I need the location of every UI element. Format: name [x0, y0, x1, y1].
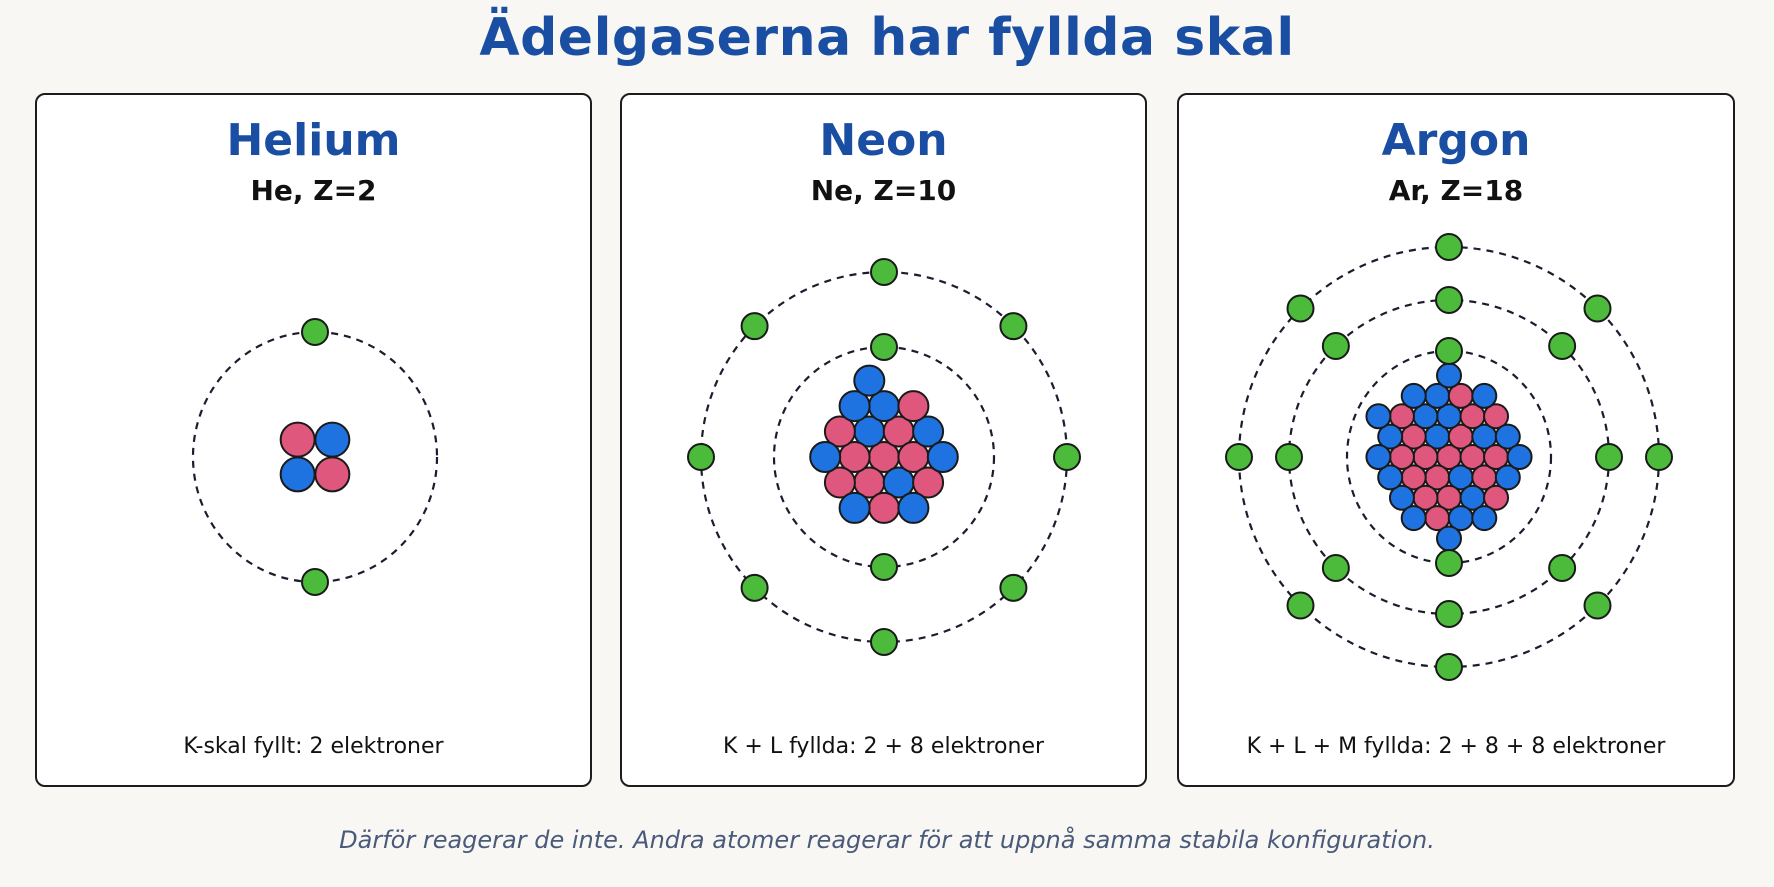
neutron: [1494, 464, 1521, 491]
proton: [868, 491, 900, 524]
proton: [314, 456, 351, 493]
proton: [1483, 484, 1510, 511]
shell-caption: K + L fyllda: 2 + 8 elektroner: [722, 734, 1045, 759]
proton: [823, 466, 856, 499]
proton: [279, 421, 316, 458]
neutron: [279, 456, 316, 493]
electron: [870, 628, 898, 656]
neutron: [853, 364, 886, 397]
electron: [1053, 443, 1081, 471]
electron: [1645, 443, 1673, 471]
electron: [1435, 337, 1463, 365]
neutron: [1365, 403, 1392, 430]
electron: [1286, 591, 1315, 620]
electron: [1435, 549, 1463, 577]
neutron: [1436, 525, 1462, 552]
electron: [687, 443, 715, 471]
neutron: [1471, 382, 1498, 409]
page-title: Ädelgaserna har fyllda skal: [479, 8, 1295, 68]
neutron: [1377, 423, 1404, 450]
proton: [823, 415, 856, 448]
electron: [1583, 294, 1612, 323]
proton: [912, 466, 945, 499]
element-name: Argon: [1381, 115, 1531, 166]
shell-caption: K-skal fyllt: 2 elektroner: [183, 734, 444, 759]
electron: [1583, 591, 1612, 620]
electron: [1321, 331, 1350, 360]
neutron: [1436, 362, 1462, 389]
neutron: [1388, 484, 1415, 511]
electron: [870, 333, 898, 361]
electron: [1595, 443, 1623, 471]
panel-helium: Helium He, Z=2 K-skal fyllt: 2 elektrone…: [35, 93, 592, 787]
electron: [1225, 443, 1253, 471]
footer-note: Därför reagerar de inte. Andra atomer re…: [339, 826, 1435, 854]
panel-neon: Neon Ne, Z=10 K + L fyllda: 2 + 8 elektr…: [620, 93, 1147, 787]
element-name: Helium: [226, 115, 401, 166]
electron: [999, 312, 1028, 341]
electron: [870, 553, 898, 581]
proton: [1483, 403, 1510, 430]
electron: [1275, 443, 1303, 471]
neutron: [1506, 444, 1533, 470]
electron: [1435, 653, 1463, 681]
neutron: [1400, 382, 1427, 409]
element-name: Neon: [819, 115, 948, 166]
electron: [1548, 331, 1577, 360]
electron: [870, 258, 898, 286]
neutron: [809, 441, 842, 473]
electron-shell-1: [191, 330, 439, 584]
neutron: [314, 421, 351, 458]
neutron: [1471, 505, 1498, 532]
element-symbol: Ne, Z=10: [810, 174, 957, 207]
electron-shell-1: [1345, 349, 1553, 565]
element-symbol: Ar, Z=18: [1388, 174, 1524, 207]
electron: [301, 318, 329, 346]
neutron: [926, 441, 959, 473]
argon-atom-diagram: [1225, 233, 1673, 681]
electron: [1435, 233, 1463, 261]
neutron: [1400, 505, 1427, 532]
electron: [1435, 600, 1463, 628]
neutron: [838, 390, 871, 423]
electron: [301, 568, 329, 596]
electron: [1435, 286, 1463, 314]
electron: [1321, 554, 1350, 583]
helium-atom-diagram: [191, 318, 439, 596]
neutron: [1377, 464, 1404, 491]
panel-argon: Argon Ar, Z=18 K + L + M fyllda: 2 + 8 +…: [1177, 93, 1735, 787]
electron: [999, 573, 1028, 602]
neutron: [912, 415, 945, 448]
neutron: [1365, 444, 1392, 470]
electron: [1286, 294, 1315, 323]
neutron: [897, 491, 930, 524]
neon-atom-diagram: [687, 258, 1081, 656]
electron: [740, 312, 769, 341]
electron: [1548, 554, 1577, 583]
electron: [740, 573, 769, 602]
shell-caption: K + L + M fyllda: 2 + 8 + 8 elektroner: [1246, 734, 1666, 759]
neutron: [1494, 423, 1521, 450]
neutron: [838, 491, 871, 524]
proton: [897, 390, 930, 423]
element-symbol: He, Z=2: [250, 174, 377, 207]
